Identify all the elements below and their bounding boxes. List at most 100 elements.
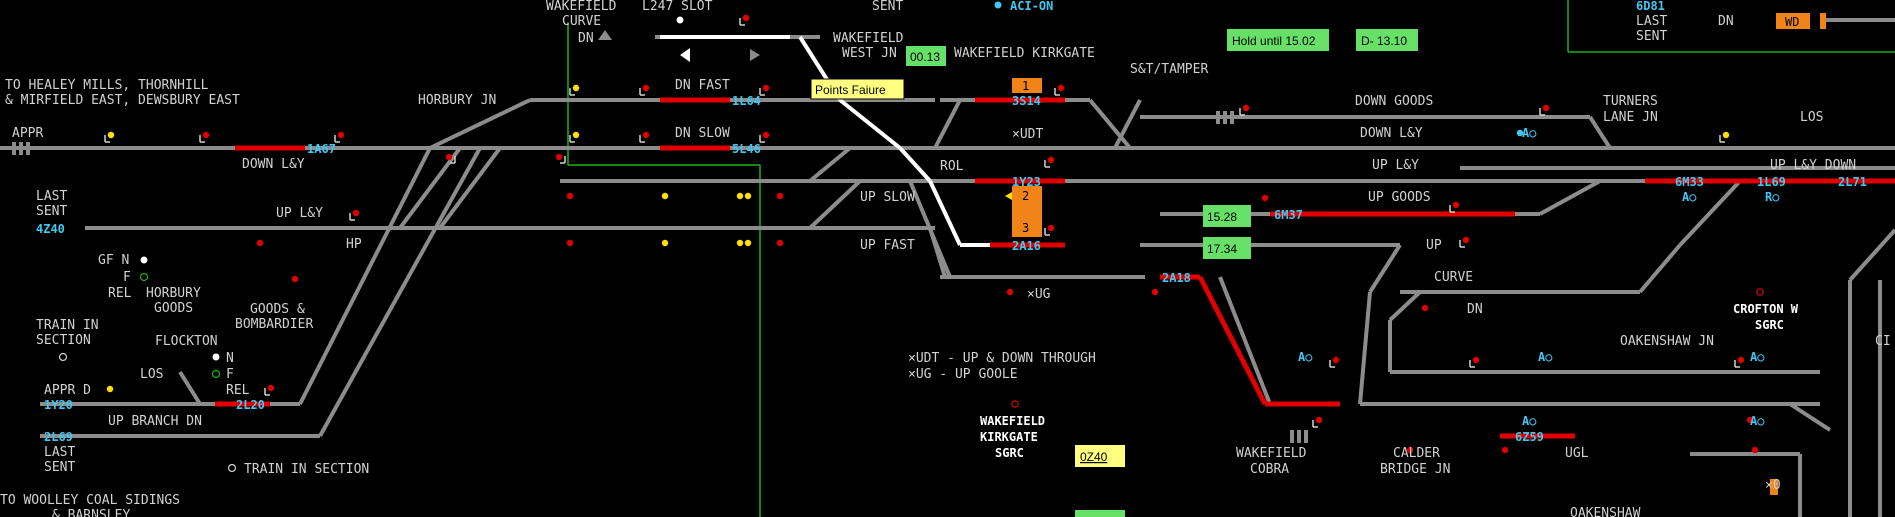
label-goods-bombardier: GOODS &BOMBARDIER: [235, 302, 313, 332]
label-los-right: LOS: [1800, 110, 1823, 125]
label-l247-slot: L247 SLOT: [642, 0, 713, 14]
berth-6z59[interactable]: 6Z59: [1515, 430, 1544, 444]
label-up: UP: [1426, 238, 1442, 253]
wd-box[interactable]: [1776, 13, 1810, 29]
label-dn-top-right: DN: [1718, 14, 1734, 29]
label-n: N: [226, 351, 234, 366]
label-ugl: UGL: [1565, 446, 1589, 461]
label-ci: CI: [1875, 334, 1891, 349]
label-ao-2: A○: [1682, 190, 1697, 204]
label-up-lay-left: UP L&Y: [276, 206, 323, 221]
note-1734-text: 17.34: [1207, 242, 1237, 256]
note-1734[interactable]: [1203, 237, 1251, 259]
label-dn-2: DN: [1467, 302, 1483, 317]
label-sent-top: SENT: [872, 0, 903, 14]
label-up-lay-mid: UP L&Y: [1372, 158, 1419, 173]
berth-5l46[interactable]: 5L46: [732, 142, 761, 156]
berth-6d81[interactable]: 6D81: [1636, 0, 1665, 13]
label-curve: CURVE: [1434, 270, 1473, 285]
label-f: F: [123, 270, 131, 285]
label-up-slow: UP SLOW: [860, 190, 915, 205]
berth-1l69[interactable]: 1L69: [1757, 175, 1786, 189]
label-dn-slow: DN SLOW: [675, 126, 730, 141]
label-to-woolley: TO WOOLLEY COAL SIDINGS& BARNSLEY: [0, 493, 180, 517]
label-oakenshaw-bottom: OAKENSHAW: [1570, 506, 1641, 517]
note-bottom[interactable]: [1075, 510, 1125, 517]
berth-6m33[interactable]: 6M33: [1675, 175, 1704, 189]
label-ao-4: A○: [1538, 350, 1553, 364]
label-st-tamper: S&T/TAMPER: [1130, 62, 1208, 77]
marker-3: 3: [1022, 221, 1029, 235]
label-down-lay: DOWN L&Y: [242, 157, 305, 172]
label-dn-fast: DN FAST: [675, 78, 730, 93]
notes-layer[interactable]: 00.13 Points Faiure Hold until 15.02 D- …: [810, 13, 1826, 517]
berth-6m37[interactable]: 6M37: [1274, 208, 1303, 222]
label-x0: ×0: [1765, 478, 1781, 493]
berth-2l69[interactable]: 2L69: [44, 430, 73, 444]
berth-wd[interactable]: WD: [1785, 15, 1799, 29]
label-ao-1: A○: [1522, 126, 1537, 140]
note-1528[interactable]: [1203, 205, 1251, 227]
label-f-2: F: [226, 367, 234, 382]
note-0013-text: 00.13: [910, 50, 940, 64]
label-rel: REL: [108, 286, 132, 301]
d-1310-note[interactable]: [1356, 29, 1418, 51]
label-xug: ×UG: [1027, 287, 1051, 302]
train-berths[interactable]: 1A67 4Z40 1L64 5L46 1Y20 2L20 2L69 3S14 …: [36, 0, 1867, 444]
label-ao-7: A○: [1750, 414, 1765, 428]
label-ao-6: A○: [1522, 414, 1537, 428]
signal-aspects-left: [58, 1, 1764, 473]
legend-udt: ×UDT - UP & DOWN THROUGH: [908, 351, 1096, 366]
label-down-lay-right: DOWN L&Y: [1360, 126, 1423, 141]
note-0013[interactable]: [906, 46, 946, 66]
label-up-lay-down: UP L&Y DOWN: [1770, 158, 1856, 173]
d-1310-text: D- 13.10: [1361, 34, 1407, 48]
label-xudt: ×UDT: [1012, 127, 1043, 142]
label-dn: DN: [578, 31, 594, 46]
buffer-blocks: [12, 111, 1778, 495]
hold-until-note[interactable]: [1227, 29, 1329, 51]
berth-2a16[interactable]: 2A16: [1012, 239, 1041, 253]
route-markers: 1 2 3: [598, 30, 1042, 237]
berth-2a18[interactable]: 2A18: [1162, 271, 1191, 285]
hold-until-text: Hold until 15.02: [1232, 34, 1316, 48]
note-0z40[interactable]: [1075, 445, 1125, 467]
note-0z40-text: 0Z40: [1080, 450, 1108, 464]
berth-4z40[interactable]: 4Z40: [36, 222, 65, 236]
label-ao-3: A○: [1298, 350, 1313, 364]
label-los: LOS: [140, 367, 163, 382]
berth-1l64[interactable]: 1L64: [732, 94, 761, 108]
points-failure-text: Points Faiure: [815, 83, 886, 97]
berth-1y23[interactable]: 1Y23: [1012, 175, 1041, 189]
note-1528-text: 15.28: [1207, 210, 1237, 224]
label-ao-5: A○: [1750, 350, 1765, 364]
label-aci-on: ACI-ON: [1010, 0, 1053, 13]
legend-ug: ×UG - UP GOOLE: [908, 367, 1018, 382]
label-to-healey-mills: TO HEALEY MILLS, THORNHILL& MIRFIELD EAS…: [5, 78, 240, 108]
berth-2l71[interactable]: 2L71: [1838, 175, 1867, 189]
label-up-fast: UP FAST: [860, 238, 915, 253]
label-down-goods: DOWN GOODS: [1355, 94, 1433, 109]
label-up-goods: UP GOODS: [1368, 190, 1431, 205]
marker-1: 1: [1022, 79, 1029, 93]
label-gf-n: GF N: [98, 253, 129, 268]
label-hp: HP: [346, 237, 362, 252]
label-appr: APPR: [12, 126, 43, 141]
points-failure-note[interactable]: [810, 78, 905, 100]
berth-3s14[interactable]: 3S14: [1012, 94, 1041, 108]
label-oakenshaw-jn: OAKENSHAW JN: [1620, 334, 1714, 349]
label-up-branch-dn: UP BRANCH DN: [108, 414, 202, 429]
berth-2l20[interactable]: 2L20: [236, 398, 265, 412]
berth-1a67[interactable]: 1A67: [307, 142, 336, 156]
berth-1y20[interactable]: 1Y20: [44, 398, 73, 412]
